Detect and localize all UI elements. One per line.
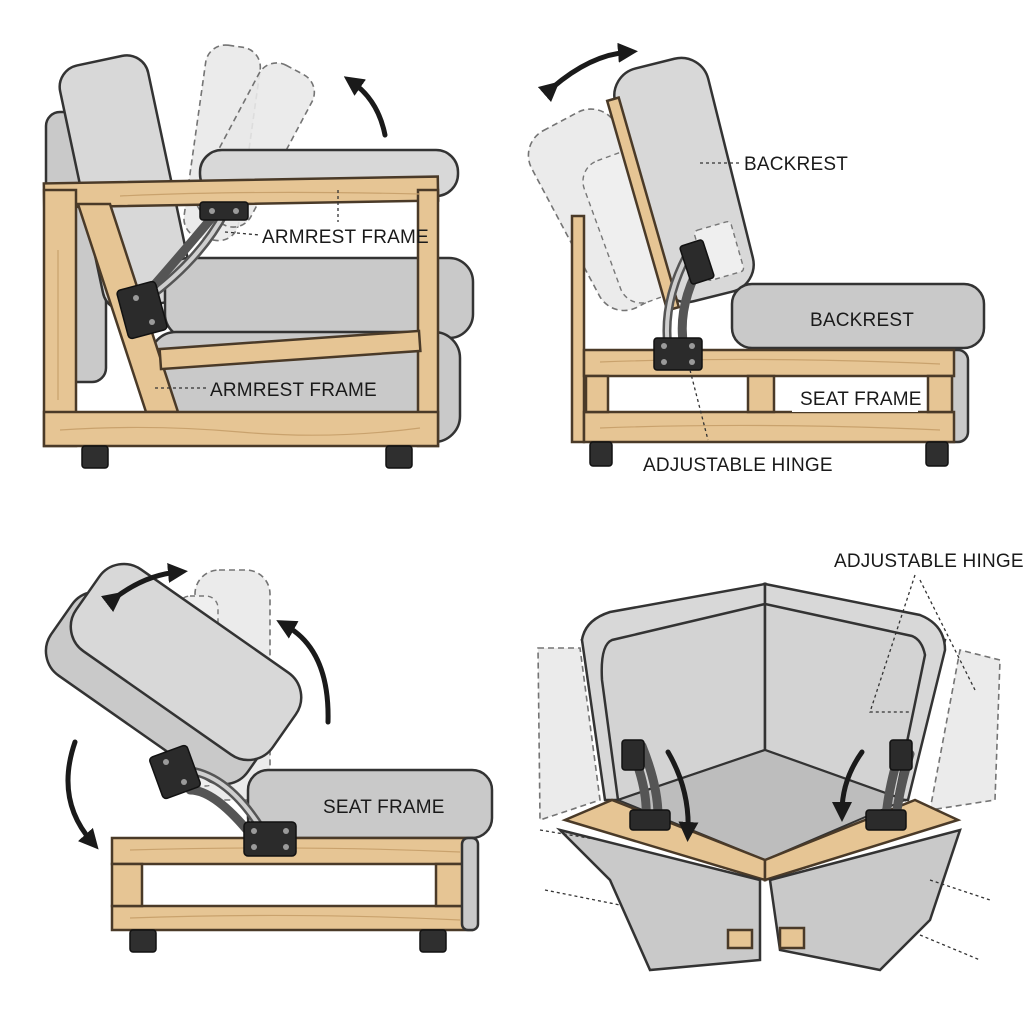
hinge-plate-upper: [679, 239, 715, 285]
right-frame-rail: [763, 798, 962, 882]
label-armrest-frame-upper: ARMREST FRAME: [262, 227, 429, 248]
label-adjustable-hinge: ADJUSTABLE HINGE: [834, 551, 1024, 572]
ghost-right-panel: [929, 649, 1001, 811]
seat-cushion: [730, 282, 986, 350]
label-seat-frame: SEAT FRAME: [323, 797, 445, 818]
panel-4-corner-unit: ADJUSTABLE HINGE: [537, 551, 1024, 972]
hinge-plate-upper: [149, 744, 201, 800]
leg-front: [419, 929, 447, 953]
tilt-arrow: [537, 42, 638, 103]
panel-1-armrest-sofa: ARMREST FRAME ARMREST FRAME: [42, 44, 475, 469]
panel-3-fold-down: SEAT FRAME: [44, 562, 494, 953]
hinge-left-upper: [621, 739, 645, 771]
hinge-left-base: [629, 809, 671, 831]
hinge-plate-lower: [653, 337, 703, 371]
panel-2-backrest-recline: BACKREST BACKREST SEAT FRAME ADJUSTABLE …: [527, 42, 986, 476]
label-backrest-upper: BACKREST: [744, 154, 848, 175]
hinge-plate-bottom: [116, 280, 168, 340]
rear-upright: [570, 214, 586, 444]
hinge-plate-lower: [243, 821, 297, 857]
label-adjustable-hinge: ADJUSTABLE HINGE: [643, 455, 833, 476]
ghost-left-panel: [537, 647, 601, 822]
label-seat-frame: SEAT FRAME: [800, 389, 922, 410]
label-armrest-frame-lower: ARMREST FRAME: [210, 380, 377, 401]
hinge-plate-top: [199, 201, 249, 221]
leg-rear: [129, 929, 157, 953]
seat-frame-rail: [582, 348, 956, 378]
hinge-right-base: [865, 809, 907, 831]
bottom-rail: [42, 410, 440, 448]
lower-arrow: [65, 739, 99, 850]
leg-rear: [589, 441, 613, 467]
rotate-arrow: [343, 76, 388, 138]
tilt-arrow: [100, 562, 188, 613]
rear-post: [42, 188, 78, 448]
leg-rear: [81, 445, 109, 469]
middle-rail: [158, 329, 422, 371]
leg-front: [385, 445, 413, 469]
hinge-right-upper: [889, 739, 913, 771]
leg-front: [925, 441, 949, 467]
left-fold-arrow: [665, 749, 699, 842]
label-backrest-lower: BACKREST: [810, 310, 914, 331]
backrest-front: [69, 562, 303, 762]
left-front-cushion: [555, 827, 762, 972]
right-front-cushion: [768, 828, 962, 972]
raise-arrow: [276, 620, 331, 725]
right-fold-arrow: [832, 749, 865, 822]
left-rim: [580, 582, 767, 802]
